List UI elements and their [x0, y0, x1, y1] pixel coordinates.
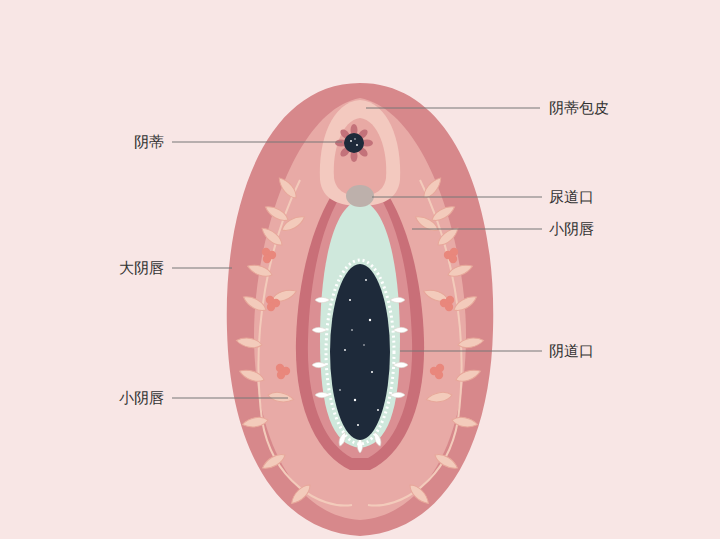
part-label: 阴道口 [547, 342, 596, 360]
part-label: 阴蒂包皮 [547, 99, 611, 117]
part-label: 小阴唇 [547, 220, 596, 238]
part-label: 尿道口 [547, 188, 596, 206]
part-label: 小阴唇 [117, 389, 166, 407]
part-label: 阴蒂 [132, 133, 166, 151]
part-label: 大阴唇 [117, 259, 166, 277]
